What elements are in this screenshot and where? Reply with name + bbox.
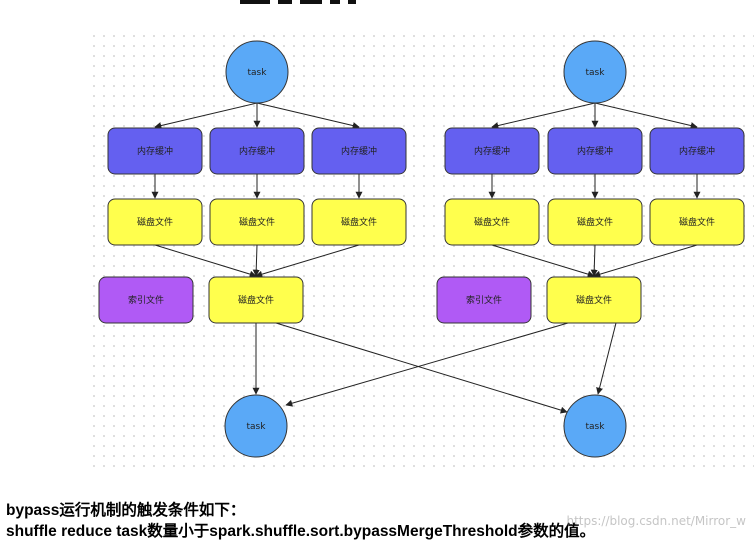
edge-task-to-buffer [491, 102, 596, 129]
downstream-task-1-label: task [247, 422, 267, 432]
nodes-layer: task内存缓冲磁盘文件内存缓冲磁盘文件内存缓冲磁盘文件索引文件磁盘文件task… [98, 40, 745, 458]
edge-disk-to-merged [590, 244, 598, 277]
merged-disk-file-label: 磁盘文件 [238, 294, 274, 306]
index-file-label: 索引文件 [128, 294, 164, 306]
memory-buffer-label: 内存缓冲 [577, 145, 613, 157]
memory-buffer-label: 内存缓冲 [239, 145, 275, 157]
memory-buffer-label: 内存缓冲 [341, 145, 377, 157]
edge-disk-to-merged [255, 244, 360, 278]
merged-disk-file [208, 276, 304, 324]
disk-file-label: 磁盘文件 [679, 216, 715, 228]
caption-line-2: shuffle reduce task数量小于spark.shuffle.sor… [6, 523, 596, 540]
disk-file [311, 198, 407, 246]
memory-buffer [311, 127, 407, 175]
merged-disk-file [546, 276, 642, 324]
edge-task-to-buffer [594, 102, 698, 129]
memory-buffer [107, 127, 203, 175]
caption: bypass运行机制的触发条件如下： shuffle reduce task数量… [6, 500, 754, 542]
disk-file [209, 198, 305, 246]
cropped-title-fragment [240, 0, 380, 4]
memory-buffer-label: 内存缓冲 [474, 145, 510, 157]
disk-file [649, 198, 745, 246]
watermark: https://blog.csdn.net/Mirror_w [566, 514, 746, 528]
memory-buffer [444, 127, 540, 175]
disk-file-label: 磁盘文件 [474, 216, 510, 228]
upstream-task-1-label: task [248, 68, 268, 78]
downstream-task-2-label: task [586, 422, 606, 432]
index-file [98, 276, 194, 324]
index-file-label: 索引文件 [466, 294, 502, 306]
downstream-task-2 [563, 394, 627, 458]
diagram-canvas [89, 31, 754, 467]
edge-disk-to-merged [154, 244, 257, 278]
disk-file [107, 198, 203, 246]
edge-merged-to-downstream [596, 322, 617, 395]
edge-merged-to-downstream [275, 322, 568, 414]
downstream-task-1 [224, 394, 288, 458]
memory-buffer-label: 内存缓冲 [137, 145, 173, 157]
edge-task-to-buffer [256, 102, 360, 129]
memory-buffer [649, 127, 745, 175]
merged-disk-file-label: 磁盘文件 [576, 294, 612, 306]
memory-buffer-label: 内存缓冲 [679, 145, 715, 157]
edge-disk-to-merged [593, 244, 698, 278]
upstream-task-1 [225, 40, 289, 104]
disk-file [547, 198, 643, 246]
disk-file-label: 磁盘文件 [341, 216, 377, 228]
memory-buffer [209, 127, 305, 175]
upstream-task-2 [563, 40, 627, 104]
edge-task-to-buffer [154, 102, 258, 129]
edge-disk-to-merged [252, 244, 260, 277]
disk-file-label: 磁盘文件 [239, 216, 275, 228]
disk-file-label: 磁盘文件 [577, 216, 613, 228]
index-file [436, 276, 532, 324]
memory-buffer [547, 127, 643, 175]
upstream-task-2-label: task [586, 68, 606, 78]
disk-file [444, 198, 540, 246]
caption-line-1: bypass运行机制的触发条件如下： [6, 502, 246, 519]
edge-disk-to-merged [491, 244, 595, 278]
edge-merged-to-downstream [285, 322, 569, 407]
shuffle-flow-diagram: task内存缓冲磁盘文件内存缓冲磁盘文件内存缓冲磁盘文件索引文件磁盘文件task… [98, 40, 745, 458]
edges-layer [151, 102, 701, 414]
disk-file-label: 磁盘文件 [137, 216, 173, 228]
